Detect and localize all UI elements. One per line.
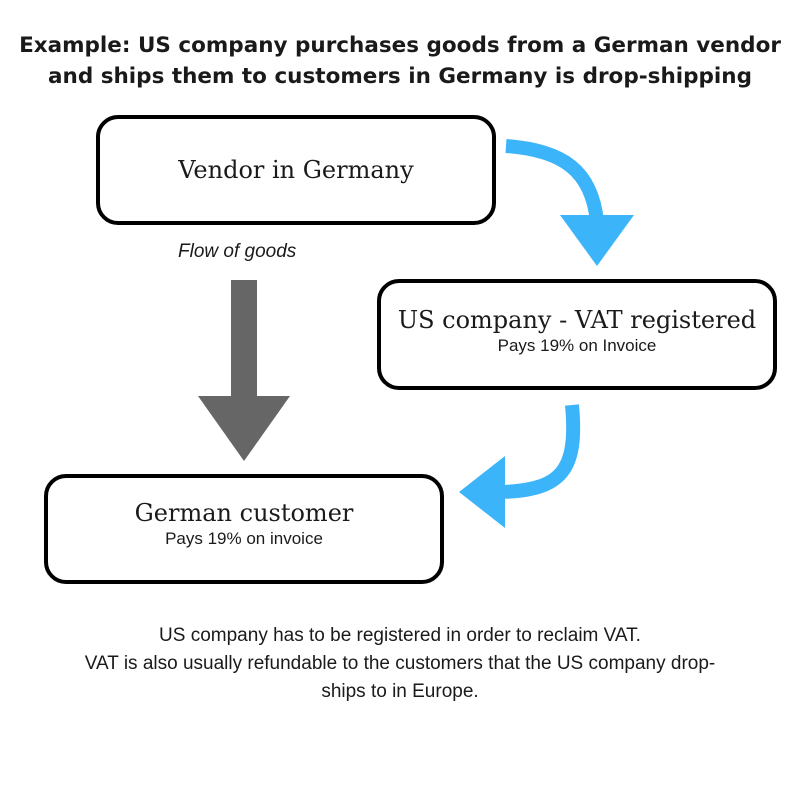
down-arrow-icon [198, 280, 290, 461]
title-line-1: Example: US company purchases goods from… [19, 33, 781, 58]
customer-label: German customer [134, 499, 354, 527]
us-company-note: Pays 19% on Invoice [497, 335, 657, 355]
vendor-label: Vendor in Germany [178, 156, 414, 184]
us-company-label: US company - VAT registered [397, 305, 757, 334]
footer-note: US company has to be registered in order… [40, 622, 760, 706]
title-line-2: and ships them to customers in Germany i… [48, 64, 752, 89]
vendor-node: Vendor in Germany [96, 115, 496, 225]
diagram-title: Example: US company purchases goods from… [0, 30, 800, 92]
flow-of-goods-label: Flow of goods [178, 241, 297, 262]
german-customer-node: German customer Pays 19% on invoice [44, 474, 444, 584]
footer-line-2: VAT is also usually refundable to the cu… [84, 653, 716, 674]
curved-arrow-icon [505, 139, 634, 266]
curved-arrow-icon [459, 404, 581, 528]
footer-line-1: US company has to be registered in order… [159, 625, 641, 646]
footer-line-3: ships to in Europe. [321, 681, 479, 702]
us-company-node: US company - VAT registered Pays 19% on … [377, 279, 777, 390]
customer-note: Pays 19% on invoice [165, 529, 323, 548]
